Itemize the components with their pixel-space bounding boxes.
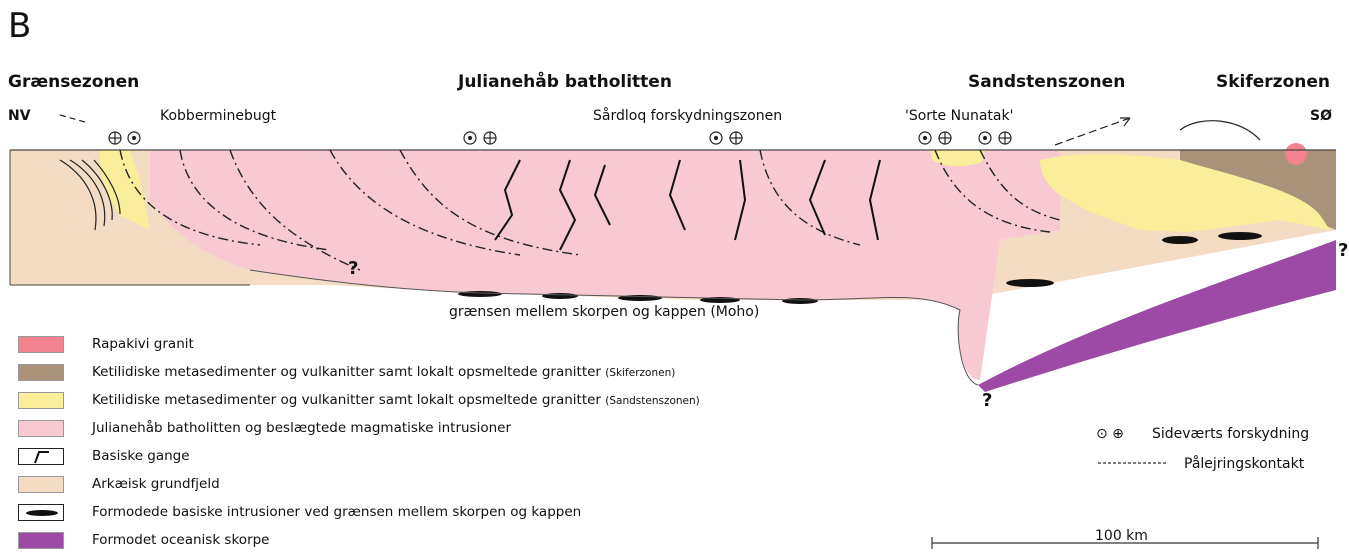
legend-label-dykes: Basiske gange — [92, 448, 190, 464]
legend-row-dykes: Basiske gange — [18, 445, 190, 467]
legend-label-batholit: Julianehåb batholitten og beslægtede mag… — [92, 420, 511, 436]
legend-row-skifer: Ketilidiske metasedimenter og vulkanitte… — [18, 361, 675, 383]
legend-row-batholit: Julianehåb batholitten og beslægtede mag… — [18, 417, 511, 439]
question-mark-small: ? — [348, 258, 358, 279]
legend-swatch-rapakivi — [18, 336, 64, 353]
legend-row-oceanic: Formodet oceanisk skorpe — [18, 529, 270, 551]
legend-swatch-skifer — [18, 364, 64, 381]
legend-label-rapakivi: Rapakivi granit — [92, 336, 194, 352]
legend-label-sandsten: Ketilidiske metasedimenter og vulkanitte… — [92, 392, 700, 408]
question-mark-right: ? — [1338, 240, 1348, 261]
key-thrust: Pålejringskontakt — [1184, 456, 1304, 472]
legend-swatch-batholit — [18, 420, 64, 437]
question-mark-bottom: ? — [982, 390, 992, 411]
legend-label-oceanic: Formodet oceanisk skorpe — [92, 532, 270, 548]
legend-label-skifer: Ketilidiske metasedimenter og vulkanitte… — [92, 364, 675, 380]
rapakivi-intrusion — [1285, 143, 1307, 165]
legend-note-sandsten: (Sandstenszonen) — [605, 395, 700, 407]
legend-swatch-dykes — [18, 448, 64, 465]
legend-swatch-basic-intrusions — [18, 504, 64, 521]
legend-note-skifer: (Skiferzonen) — [605, 367, 675, 379]
legend-swatch-sandsten — [18, 392, 64, 409]
batholith-body — [150, 150, 1060, 380]
legend-row-basic-intrusions: Formodede basiske intrusioner ved grænse… — [18, 501, 581, 523]
scale-label: 100 km — [1095, 528, 1148, 544]
legend-swatch-archean — [18, 476, 64, 493]
legend-label-archean: Arkæisk grundfjeld — [92, 476, 220, 492]
key-strike-slip: Sideværts forskydning — [1152, 426, 1309, 442]
legend-row-archean: Arkæisk grundfjeld — [18, 473, 220, 495]
legend-label-basic-intrusions: Formodede basiske intrusioner ved grænse… — [92, 504, 581, 520]
legend-row-rapakivi: Rapakivi granit — [18, 333, 194, 355]
legend-row-sandsten: Ketilidiske metasedimenter og vulkanitte… — [18, 389, 700, 411]
strike-slip-markers — [60, 115, 1260, 145]
strike-slip-symbol: ⊙ ⊕ — [1096, 426, 1124, 442]
legend-swatch-oceanic — [18, 532, 64, 549]
label-moho: grænsen mellem skorpen og kappen (Moho) — [449, 304, 759, 320]
